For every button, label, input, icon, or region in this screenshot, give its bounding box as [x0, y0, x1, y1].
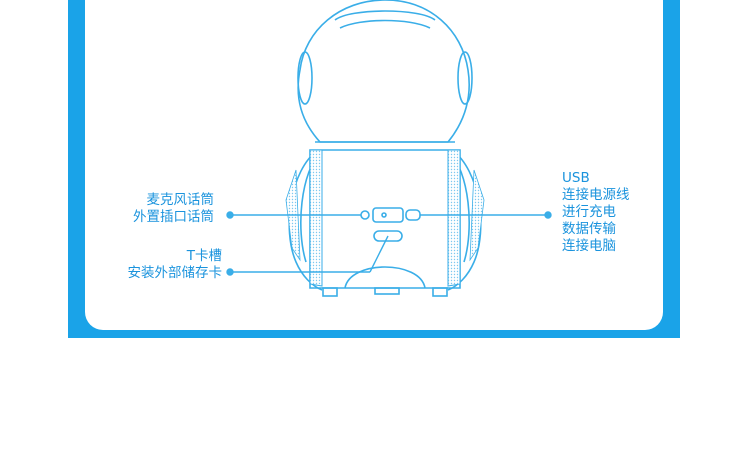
- left-foot: [322, 287, 338, 297]
- right-speaker-grille: [447, 149, 461, 287]
- head-right-ear: [457, 51, 473, 105]
- tf-label-line-1: T卡槽: [186, 248, 222, 264]
- port-housing: [372, 207, 404, 223]
- usb-port: [405, 209, 421, 221]
- usb-label-line-2: 连接电源线: [562, 187, 630, 203]
- mic-jack: [360, 210, 370, 220]
- tf-label-line-2: 安装外部储存卡: [127, 265, 223, 281]
- left-speaker-grille: [309, 149, 323, 287]
- right-foot: [432, 287, 448, 297]
- mic-label-line-1: 麦克风话筒: [146, 192, 215, 208]
- mic-label: 麦克风话筒 外置插口话筒: [133, 192, 214, 226]
- usb-label-line-5: 连接电脑: [562, 238, 616, 254]
- usb-label: USB 连接电源线 进行充电 数据传输 连接电脑: [562, 170, 630, 255]
- center-foot: [374, 287, 400, 295]
- mic-label-line-2: 外置插口话筒: [133, 209, 214, 225]
- tf-label: T卡槽 安装外部储存卡: [128, 248, 223, 282]
- usb-label-line-3: 进行充电: [562, 204, 616, 220]
- head-left-ear: [297, 51, 313, 105]
- usb-label-line-4: 数据传输: [562, 221, 616, 237]
- white-panel: [85, 0, 663, 330]
- camera-top-cap: [334, 10, 436, 21]
- tf-card-slot: [373, 230, 403, 242]
- base-arch: [344, 266, 426, 289]
- usb-label-line-1: USB: [562, 170, 590, 186]
